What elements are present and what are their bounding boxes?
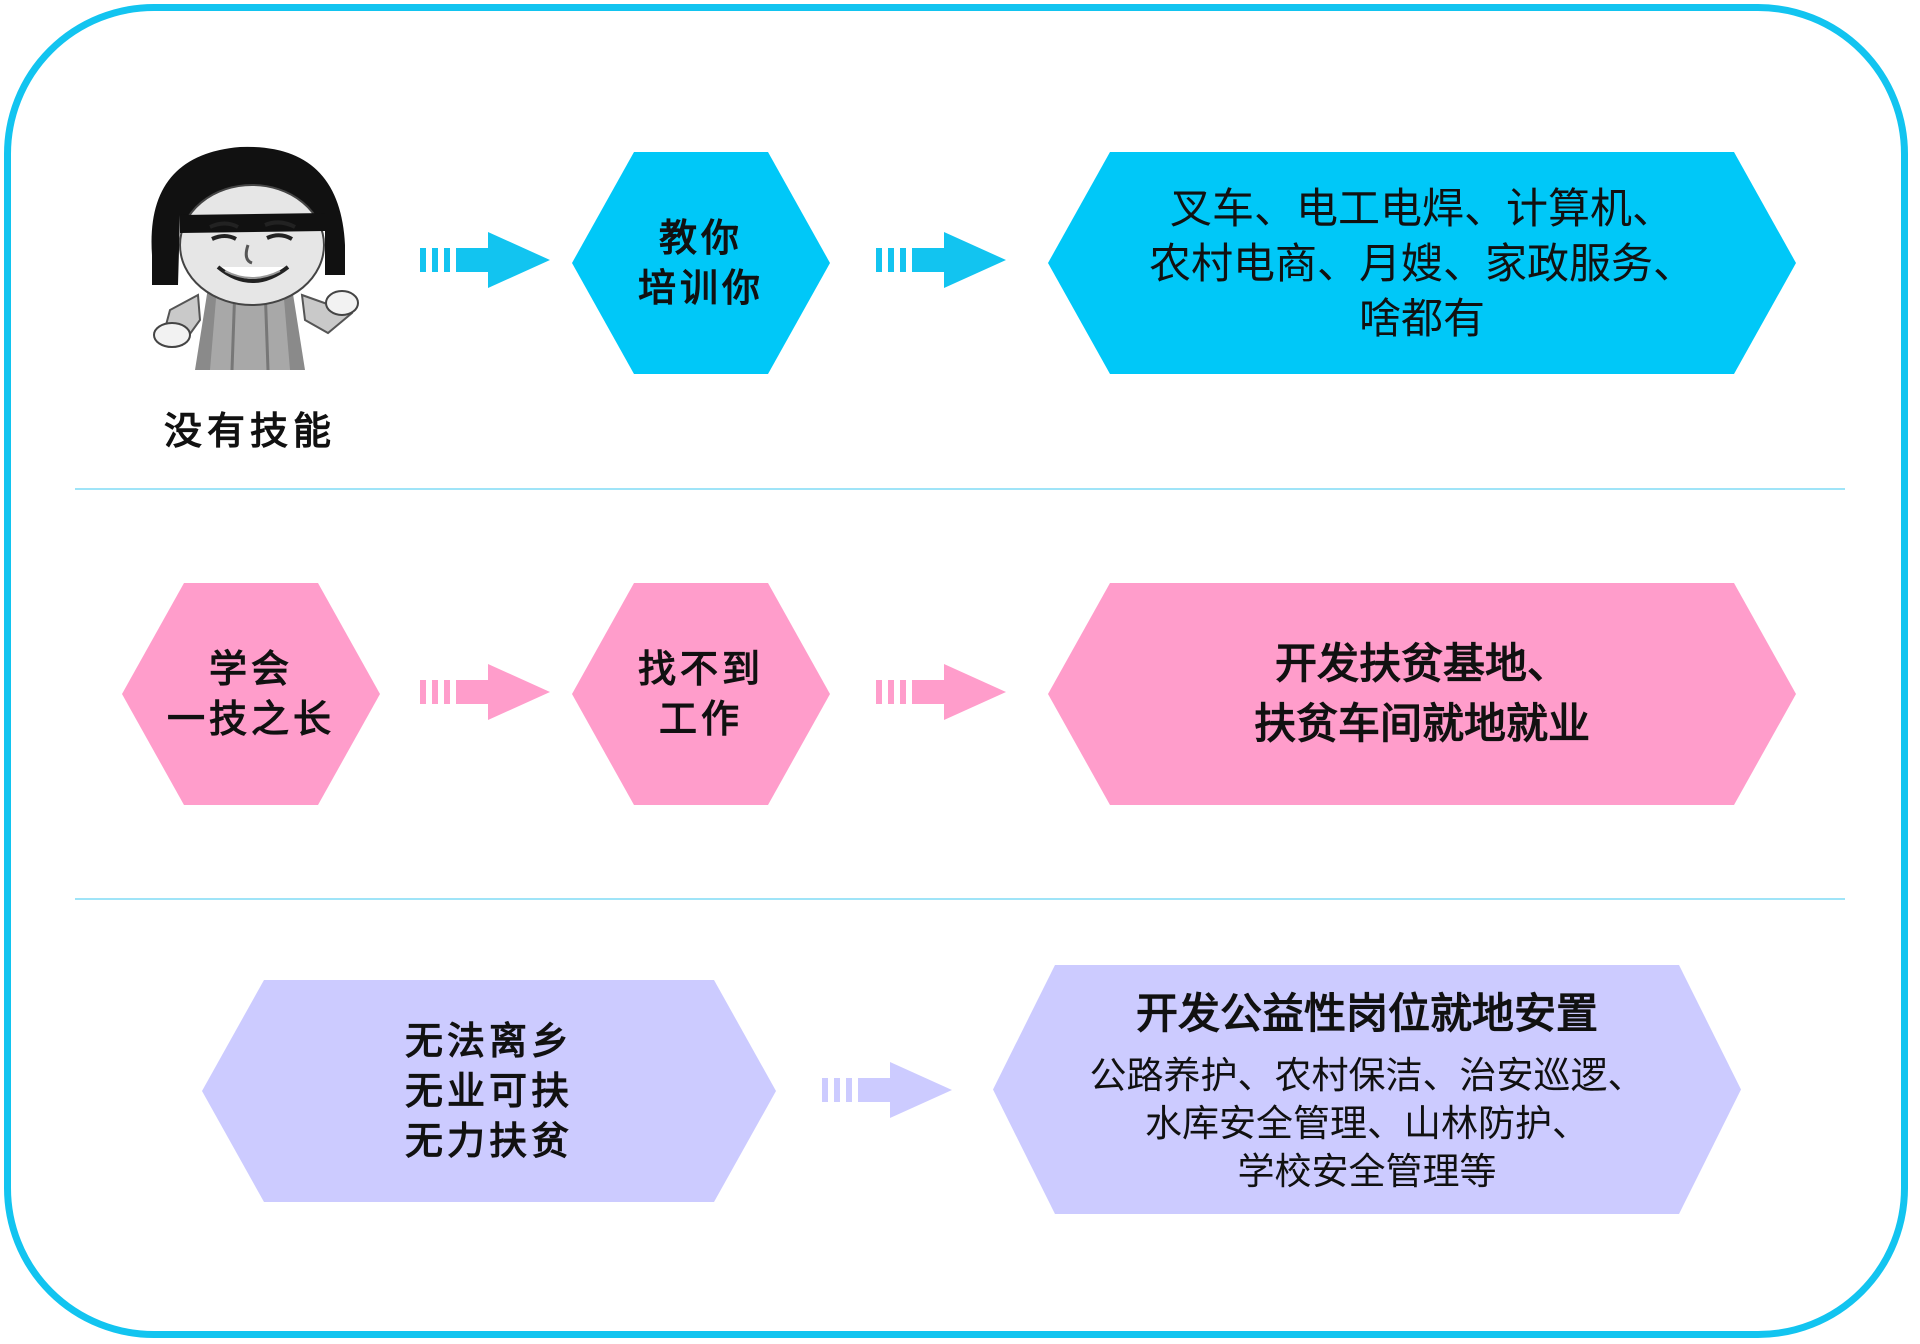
base-line-2: 扶贫车间就地就业 (1253, 699, 1590, 748)
train-line-2: 培训你 (637, 266, 764, 310)
leave-line-2: 无业可扶 (404, 1069, 573, 1113)
welfare-line-2: 水库安全管理、山林防护、 (1145, 1101, 1589, 1145)
poverty-base-hexagon: 开发扶贫基地、 扶贫车间就地就业 (1048, 583, 1796, 805)
learn-line-2: 一技之长 (166, 697, 335, 741)
row-divider (75, 488, 1845, 490)
train-line-1: 教你 (658, 216, 743, 260)
nojob-line-1: 找不到 (637, 647, 764, 691)
public-welfare-hexagon: 开发公益性岗位就地安置 公路养护、农村保洁、治安巡逻、 水库安全管理、山林防护、… (993, 965, 1741, 1214)
base-line-1: 开发扶贫基地、 (1274, 639, 1569, 688)
arrow-right-icon (876, 664, 1006, 720)
skills-line-3: 啥都有 (1358, 293, 1485, 343)
leave-line-1: 无法离乡 (404, 1019, 573, 1063)
leave-line-3: 无力扶贫 (404, 1119, 573, 1163)
nojob-line-2: 工作 (658, 697, 743, 741)
no-job-hexagon: 找不到 工作 (572, 583, 830, 805)
arrow-right-icon (876, 232, 1006, 288)
arrow-right-icon (420, 232, 550, 288)
no-skill-caption: 没有技能 (163, 409, 336, 453)
skills-line-2: 农村电商、月嫂、家政服务、 (1148, 238, 1695, 288)
row-divider (75, 898, 1845, 900)
arrow-right-icon (420, 664, 550, 720)
arrow-right-icon (822, 1062, 952, 1118)
shrugging-cartoon-face-icon (151, 146, 359, 371)
learn-line-1: 学会 (208, 647, 293, 691)
welfare-title: 开发公益性岗位就地安置 (1135, 988, 1598, 1038)
welfare-line-3: 学校安全管理等 (1237, 1149, 1497, 1193)
outer-frame (4, 4, 1908, 1338)
learn-skill-hexagon: 学会 一技之长 (122, 583, 380, 805)
skills-line-1: 叉车、电工电焊、计算机、 (1169, 183, 1674, 233)
cannot-leave-hexagon: 无法离乡 无业可扶 无力扶贫 (202, 980, 776, 1202)
train-you-hexagon: 教你 培训你 (572, 152, 830, 374)
skills-list-hexagon: 叉车、电工电焊、计算机、 农村电商、月嫂、家政服务、 啥都有 (1048, 152, 1796, 374)
welfare-line-1: 公路养护、农村保洁、治安巡逻、 (1089, 1053, 1645, 1097)
